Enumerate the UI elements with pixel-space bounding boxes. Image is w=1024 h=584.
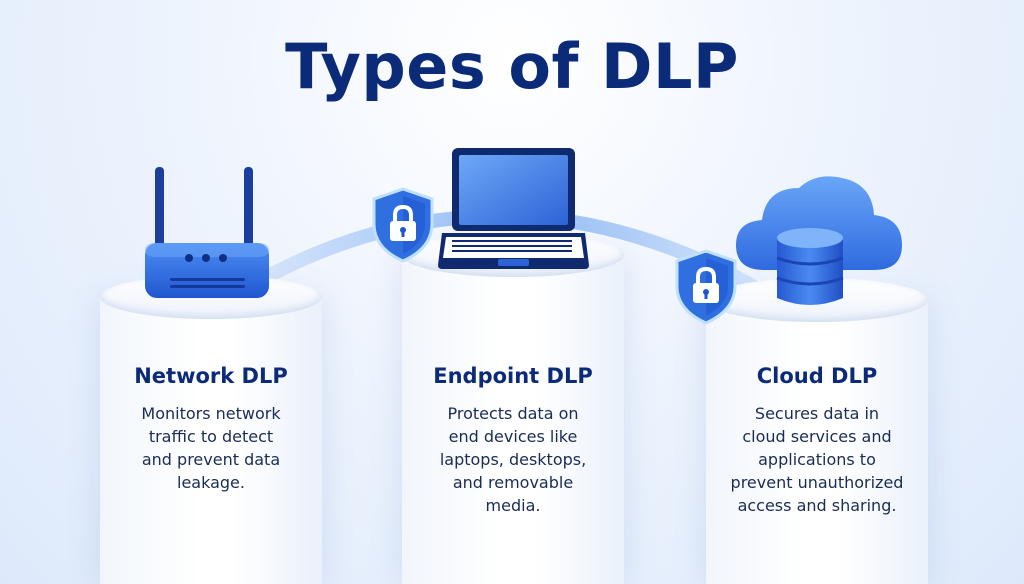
cloud-dlp-heading: Cloud DLP — [756, 364, 878, 388]
endpoint-dlp-heading: Endpoint DLP — [433, 364, 593, 388]
router-icon — [145, 167, 269, 298]
network-dlp-heading: Network DLP — [134, 364, 288, 388]
shield-lock-icon — [675, 249, 737, 325]
pillar-endpoint — [402, 233, 624, 584]
shield-lock-icon — [372, 187, 434, 263]
page-title: Types of DLP — [285, 30, 739, 103]
laptop-icon — [438, 148, 589, 269]
network-dlp-description: Monitors network traffic to detect and p… — [141, 404, 281, 492]
pillar-network — [100, 275, 322, 584]
cloud-database-icon — [736, 176, 902, 305]
endpoint-dlp-description: Protects data on end devices like laptop… — [439, 404, 587, 515]
cloud-dlp-description: Secures data in cloud services and appli… — [730, 404, 904, 515]
